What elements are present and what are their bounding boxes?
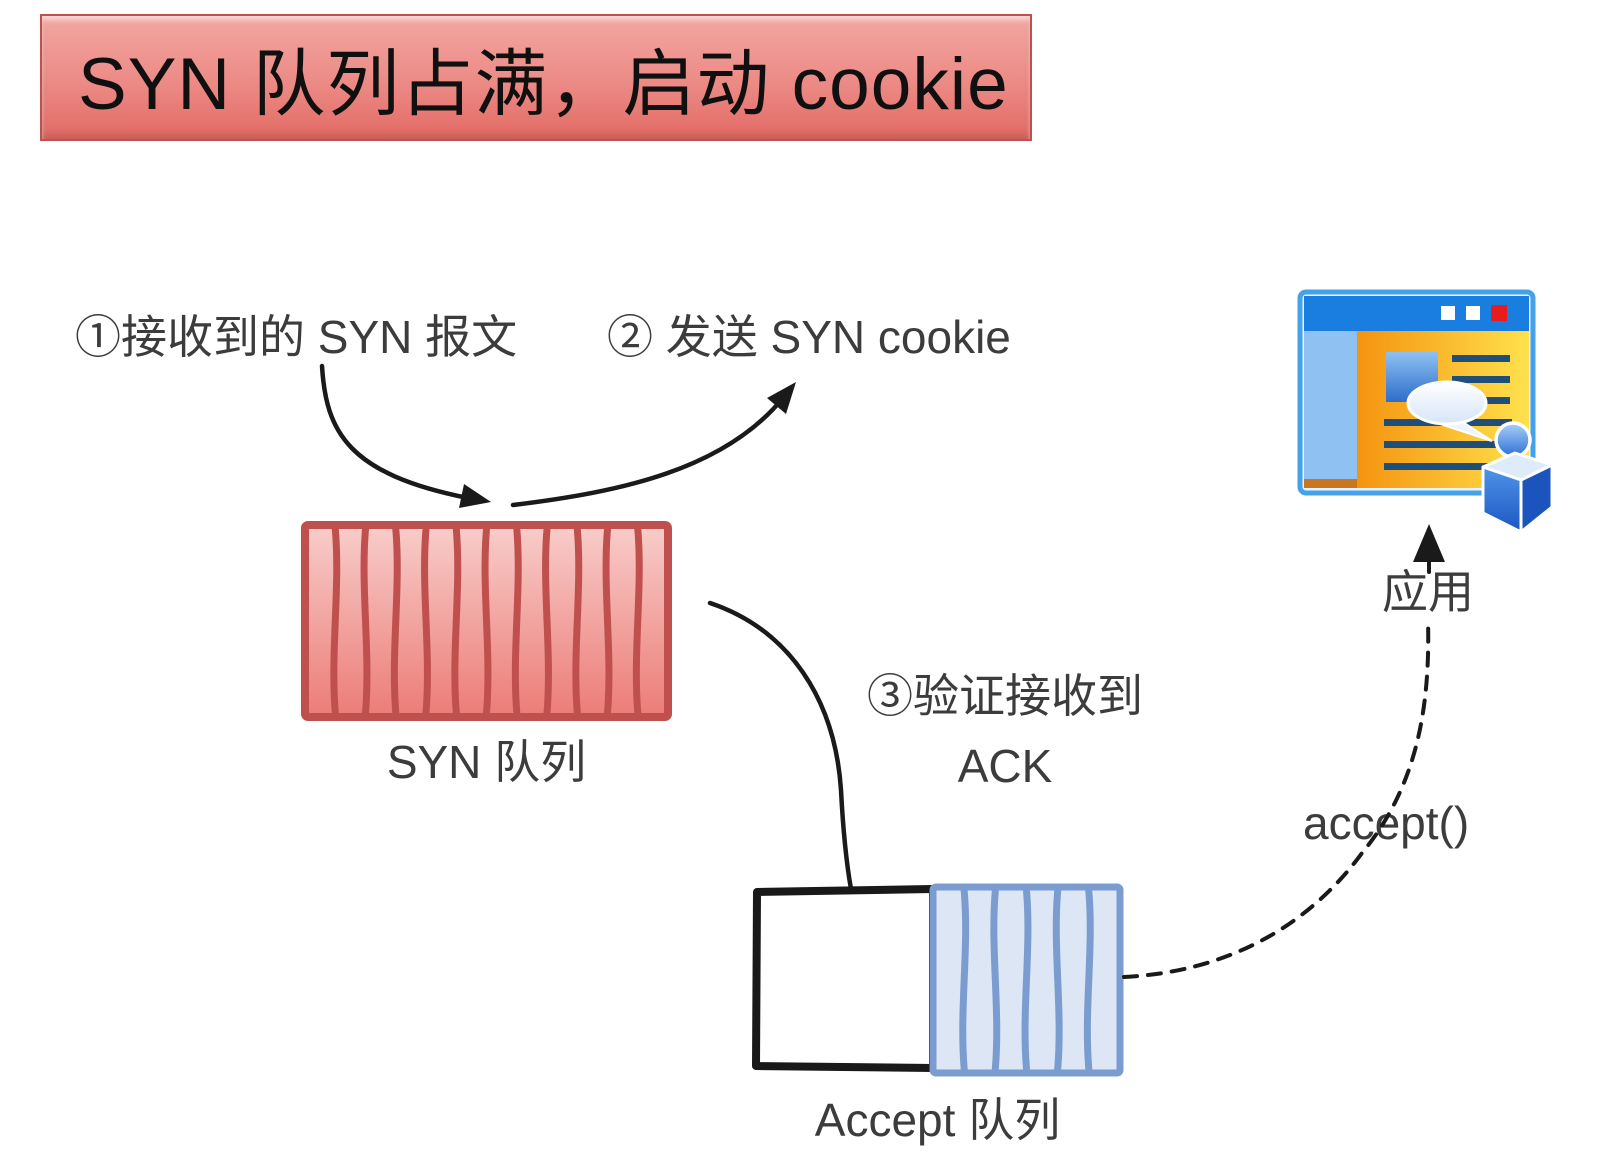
step3-line1: ③验证接收到	[867, 670, 1143, 722]
arrow-syn-cookie-out	[510, 382, 796, 508]
arrow-accept-call	[1122, 524, 1445, 979]
arrow-syn-cookie-curve	[510, 395, 786, 508]
queue-slot-divider	[1052, 887, 1063, 1073]
arrow-syn-in	[319, 363, 491, 508]
syn-queue-slots	[330, 525, 643, 717]
maximize-button-icon	[1466, 306, 1480, 320]
app-icon	[1297, 289, 1554, 534]
queue-slot-divider	[632, 525, 643, 717]
queue-slot-divider	[360, 525, 371, 717]
page-title: SYN 队列占满，启动 cookie	[78, 43, 1009, 125]
queue-slot-divider	[602, 525, 613, 717]
queue-slot-divider	[481, 525, 492, 717]
syn-queue	[301, 521, 672, 721]
queue-slot-divider	[330, 525, 341, 717]
step3-label: ③验证接收到 ACK	[835, 661, 1175, 801]
speech-bubble-icon	[1406, 380, 1493, 442]
step2-label: ② 发送 SYN cookie	[607, 311, 1011, 363]
accept-queue-label: Accept 队列	[814, 1094, 1061, 1146]
app-window-sidebar-footer	[1304, 479, 1357, 488]
arrow-accept-dashed-curve	[1122, 618, 1431, 979]
queue-slot-divider	[390, 525, 401, 717]
close-button-icon	[1491, 305, 1507, 321]
queue-slot-divider	[421, 525, 431, 717]
queue-slot-divider	[959, 887, 970, 1073]
app-label: 应用	[1382, 566, 1474, 618]
accept-call-label: accept()	[1303, 797, 1470, 849]
queue-slot-divider	[572, 525, 583, 717]
accept-queue-empty-box	[752, 885, 937, 1072]
arrow-syn-in-arrowhead	[459, 484, 491, 508]
syn-queue-label: SYN 队列	[386, 736, 587, 788]
queue-slot-divider	[1083, 887, 1094, 1073]
arrow-accept-arrowhead	[1413, 524, 1445, 562]
step3-line2: ACK	[957, 740, 1053, 792]
accept-queue	[929, 883, 1124, 1077]
app-window-sidebar	[1304, 331, 1357, 488]
title-banner: SYN 队列占满，启动 cookie	[40, 14, 1032, 141]
step1-label: ①接收到的 SYN 报文	[75, 311, 518, 363]
arrow-syn-cookie-arrowhead	[767, 382, 796, 414]
user-figure-icon	[1481, 421, 1554, 534]
queue-slot-divider	[451, 525, 462, 717]
arrow-syn-in-curve	[319, 363, 471, 501]
queue-slot-divider	[542, 525, 552, 717]
queue-slot-divider	[990, 887, 1001, 1073]
accept-queue-slots	[959, 887, 1094, 1073]
queue-slot-divider	[511, 525, 522, 717]
minimize-button-icon	[1441, 306, 1455, 320]
queue-slot-divider	[1021, 887, 1032, 1073]
